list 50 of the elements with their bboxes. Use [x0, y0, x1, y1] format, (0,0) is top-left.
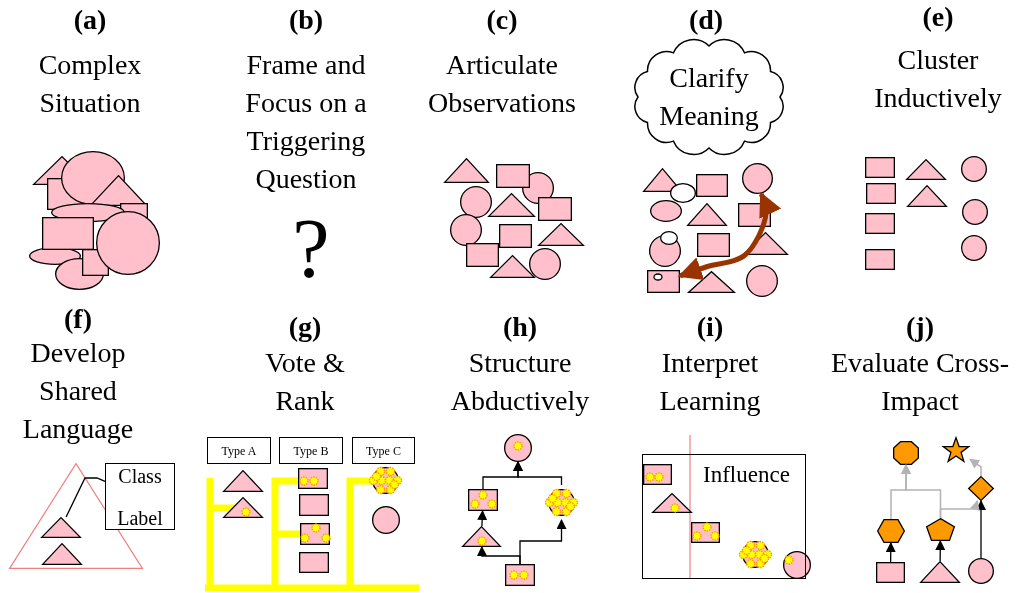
step-title: Interpret Learning: [658, 346, 762, 418]
frame-title: Influence: [703, 462, 790, 488]
type-label: Type B: [279, 437, 343, 464]
panel-letter: (f): [63, 302, 93, 336]
panel-letter: (i): [695, 310, 725, 344]
arrow: [513, 461, 563, 486]
step-title: Structure Abductively: [449, 346, 591, 418]
panel-letter: (e): [921, 0, 955, 34]
dotted-circle: [504, 434, 532, 462]
dotted-rectangle: [468, 489, 498, 511]
panel-letter: (a): [72, 3, 108, 37]
step-title: Articulate Observations: [427, 48, 577, 120]
rectangle-shape: [647, 270, 680, 293]
arrow: [935, 540, 946, 562]
step-title: Vote & Rank: [264, 346, 346, 418]
dotted-triangle: [462, 526, 501, 547]
panel-letter: (j): [905, 310, 935, 344]
leader-line: [65, 477, 106, 518]
diamond-shape: [968, 476, 994, 501]
step-title: Frame and Focus on a Triggering Question: [244, 48, 368, 196]
panel-letter: (h): [501, 310, 539, 344]
type-label: Type A: [207, 437, 271, 464]
class-label: Class Label: [105, 463, 175, 530]
panel-letter: (c): [485, 3, 519, 37]
type-label: Type C: [352, 437, 415, 464]
arrow: [939, 500, 980, 519]
dotted-rectangle: [505, 564, 535, 586]
rectangle-shape: [876, 562, 905, 583]
arrow: [976, 500, 986, 559]
panel-letter: (g): [287, 310, 323, 344]
panel-letter: (b): [287, 3, 325, 37]
panel-letter: (d): [687, 3, 725, 37]
question-mark: ?: [291, 204, 331, 294]
triangle-shape: [920, 561, 960, 583]
step-title: Evaluate Cross-Impact: [829, 346, 1011, 418]
circle-shape: [742, 163, 773, 194]
step-title: Cluster Inductively: [873, 43, 1003, 115]
pentagon-shape: [926, 518, 955, 541]
arrow: [969, 458, 982, 477]
arrow: [519, 519, 567, 565]
step-title: Develop Shared Language: [21, 336, 135, 446]
triangle-shape: [41, 517, 81, 538]
arrow: [477, 510, 488, 527]
octagon-shape: [893, 441, 919, 465]
step-title: Complex Situation: [37, 48, 143, 120]
arrow: [885, 542, 896, 563]
hexagon-shape: [877, 519, 905, 543]
star-shape: [942, 437, 970, 462]
circle-shape: [968, 558, 994, 584]
influence-frame: [642, 454, 806, 579]
